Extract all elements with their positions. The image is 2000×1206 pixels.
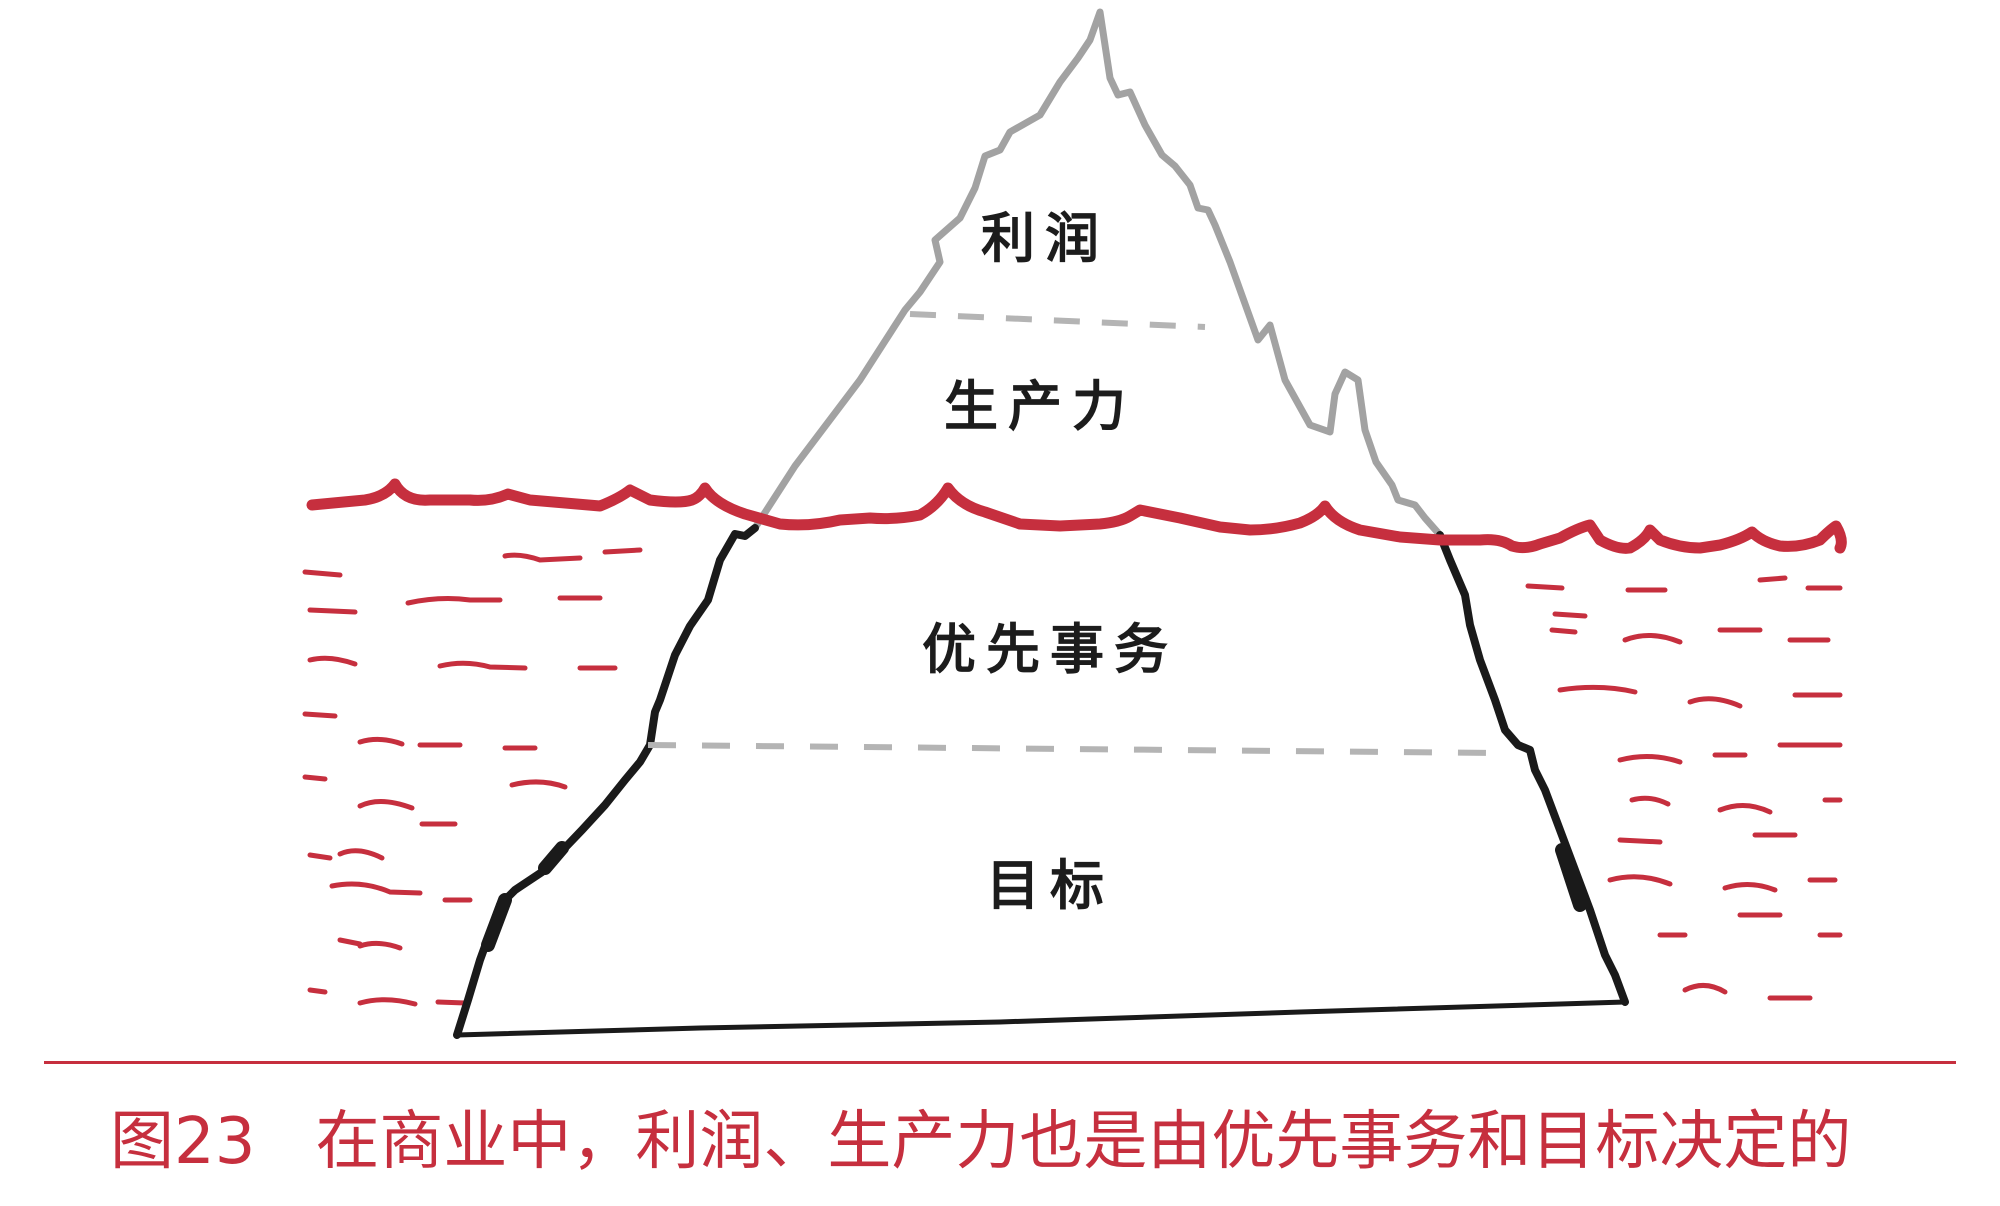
iceberg-base-right-shadow bbox=[1555, 843, 1587, 912]
water-ripples-left bbox=[302, 547, 643, 1007]
figure-number: 图23 bbox=[110, 1105, 256, 1179]
iceberg-tip-outline bbox=[751, 8, 1444, 539]
label-goals: 目标 bbox=[986, 854, 1114, 917]
caption-divider bbox=[44, 1061, 1956, 1064]
label-profit: 利润 bbox=[981, 207, 1109, 270]
figure-caption-text: 在商业中，利润、生产力也是由优先事务和目标决定的 bbox=[315, 1105, 1852, 1179]
divider-profit-productivity bbox=[909, 311, 1206, 330]
label-priorities: 优先事务 bbox=[922, 618, 1178, 681]
label-productivity: 生产力 bbox=[944, 375, 1136, 438]
iceberg-base-right-outline bbox=[1436, 531, 1629, 1006]
iceberg-diagram: 利润 生产力 优先事务 目标 bbox=[302, 8, 1847, 1039]
water-ripples-right bbox=[1525, 575, 1843, 1001]
iceberg-base-bottom-outline bbox=[454, 999, 1628, 1038]
divider-priorities-goals bbox=[647, 742, 1496, 756]
iceberg-base-left-shadow bbox=[481, 841, 569, 952]
figure-caption: 图23 在商业中，利润、生产力也是由优先事务和目标决定的 bbox=[110, 1102, 1851, 1182]
water-surface-line bbox=[306, 478, 1847, 554]
